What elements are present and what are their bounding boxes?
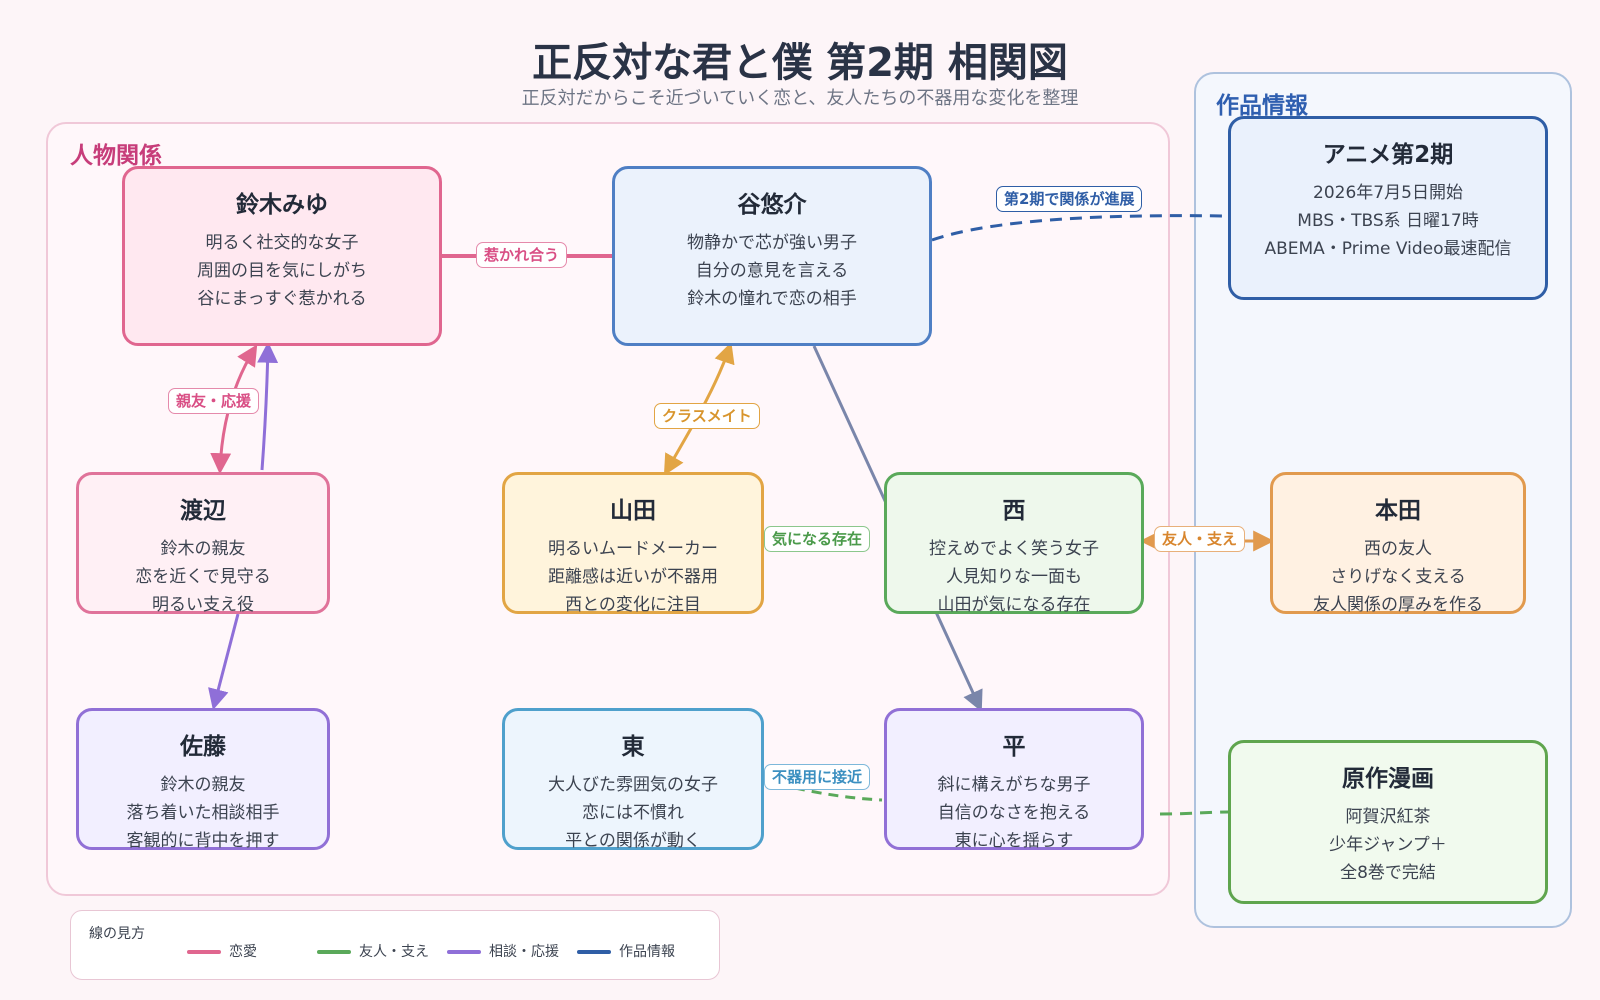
node-sato[interactable]: 佐藤 鈴木の親友 落ち着いた相談相手 客観的に背中を押す — [76, 708, 330, 851]
page-title: 正反対な君と僕 第2期 相関図 — [532, 40, 1068, 86]
work-info-panel-label: 作品情報 — [1216, 93, 1308, 119]
node-desc: 友人関係の厚みを作る — [1313, 595, 1483, 615]
edge-label-season2: 第2期で関係が進展 — [996, 186, 1143, 212]
node-desc: 平との関係が動く — [565, 831, 701, 851]
node-watanabe[interactable]: 渡辺 鈴木の親友 恋を近くで見守る 明るい支え役 — [76, 472, 330, 615]
node-yamada[interactable]: 山田 明るいムードメーカー 距離感は近いが不器用 西との変化に注目 — [502, 472, 764, 615]
edge-label-best-friend: 親友・応援 — [168, 388, 260, 414]
node-name: 本田 — [1375, 498, 1421, 524]
legend-item-support: 相談・応援 — [447, 941, 559, 961]
node-desc: 大人びた雰囲気の女子 — [548, 775, 718, 795]
node-tani[interactable]: 谷悠介 物静かで芯が強い男子 自分の意見を言える 鈴木の憧れで恋の相手 — [612, 166, 932, 346]
node-desc: 落ち着いた相談相手 — [126, 803, 280, 823]
node-name: 谷悠介 — [737, 192, 807, 218]
edge-label-interested: 気になる存在 — [764, 526, 871, 552]
edge-watanabe-sato — [208, 613, 240, 711]
node-name: 平 — [1002, 734, 1026, 760]
node-desc: 物静かで芯が強い男子 — [687, 233, 857, 253]
node-desc: 明るい支え役 — [152, 595, 254, 615]
relations-panel-label: 人物関係 — [70, 143, 162, 169]
node-name: 渡辺 — [180, 498, 226, 524]
node-desc: さりげなく支える — [1330, 567, 1466, 587]
node-desc: 明るいムードメーカー — [548, 539, 718, 559]
node-desc: 客観的に背中を押す — [126, 831, 280, 851]
node-desc: 周囲の目を気にしがち — [197, 261, 367, 281]
node-desc: 恋には不慣れ — [582, 803, 684, 823]
legend-label: 友人・支え — [359, 944, 429, 960]
node-suzuki[interactable]: 鈴木みゆ 明るく社交的な女子 周囲の目を気にしがち 谷にまっすぐ惹かれる — [122, 166, 442, 346]
edge-tani-anime — [931, 214, 1225, 242]
edge-label-friend-support: 友人・支え — [1154, 526, 1246, 552]
legend: 線の見方 恋愛 友人・支え 相談・応援 作品情報 — [70, 910, 720, 980]
node-desc: 明るく社交的な女子 — [205, 233, 359, 253]
node-azuma[interactable]: 東 大人びた雰囲気の女子 恋には不慣れ 平との関係が動く — [502, 708, 764, 851]
node-name: 東 — [621, 734, 645, 760]
node-desc: MBS・TBS系 日曜17時 — [1297, 211, 1479, 231]
legend-title: 線の見方 — [89, 926, 145, 942]
legend-label: 相談・応援 — [489, 944, 559, 960]
legend-label: 作品情報 — [619, 944, 675, 960]
node-desc: 東に心を揺らす — [954, 831, 1074, 851]
node-desc: 人見知りな一面も — [946, 567, 1082, 587]
legend-swatch — [447, 950, 481, 954]
legend-item-info: 作品情報 — [577, 941, 675, 961]
node-name: 佐藤 — [180, 734, 226, 760]
legend-swatch — [187, 950, 221, 954]
node-desc: 自分の意見を言える — [695, 261, 849, 281]
node-desc: 西の友人 — [1364, 539, 1432, 559]
node-name: 鈴木みゆ — [236, 192, 328, 218]
edge-taira-manga — [1159, 810, 1229, 816]
legend-item-romance: 恋愛 — [187, 941, 257, 961]
edge-label-attracted: 惹かれ合う — [476, 242, 568, 268]
node-desc: 阿賀沢紅茶 — [1345, 807, 1431, 827]
node-desc: ABEMA・Prime Video最速配信 — [1264, 239, 1512, 259]
legend-swatch — [317, 950, 351, 954]
legend-swatch — [577, 950, 611, 954]
node-desc: 少年ジャンプ＋ — [1329, 835, 1447, 855]
node-name: 山田 — [610, 498, 656, 524]
node-desc: 斜に構えがちな男子 — [937, 775, 1091, 795]
edge-label-classmate: クラスメイト — [654, 403, 760, 429]
node-desc: 距離感は近いが不器用 — [548, 567, 718, 587]
node-desc: 全8巻で完結 — [1340, 863, 1436, 883]
node-desc: 谷にまっすぐ惹かれる — [197, 289, 367, 309]
edge-watanabe-suzuki-support — [257, 341, 279, 471]
page-subtitle: 正反対だからこそ近づいていく恋と、友人たちの不器用な変化を整理 — [521, 88, 1079, 109]
node-name: 西 — [1002, 498, 1026, 524]
node-honda[interactable]: 本田 西の友人 さりげなく支える 友人関係の厚みを作る — [1270, 472, 1526, 615]
node-anime-season2[interactable]: アニメ第2期 2026年7月5日開始 MBS・TBS系 日曜17時 ABEMA・… — [1228, 116, 1548, 300]
node-desc: 鈴木の親友 — [160, 775, 246, 795]
legend-item-friend: 友人・支え — [317, 941, 429, 961]
edge-azuma-taira — [761, 778, 883, 802]
node-desc: 西との変化に注目 — [565, 595, 701, 615]
node-desc: 恋を近くで見守る — [135, 567, 271, 587]
edge-label-awkward: 不器用に接近 — [764, 764, 871, 790]
node-name: アニメ第2期 — [1322, 142, 1454, 168]
legend-label: 恋愛 — [229, 944, 257, 960]
node-desc: 自信のなさを抱える — [937, 803, 1091, 823]
node-taira[interactable]: 平 斜に構えがちな男子 自信のなさを抱える 東に心を揺らす — [884, 708, 1144, 851]
node-desc: 控えめでよく笑う女子 — [929, 539, 1099, 559]
node-nishi[interactable]: 西 控えめでよく笑う女子 人見知りな一面も 山田が気になる存在 — [884, 472, 1144, 615]
node-desc: 鈴木の親友 — [160, 539, 246, 559]
node-desc: 山田が気になる存在 — [937, 595, 1091, 615]
node-name: 原作漫画 — [1342, 766, 1434, 792]
node-desc: 2026年7月5日開始 — [1313, 183, 1463, 203]
node-original-manga[interactable]: 原作漫画 阿賀沢紅茶 少年ジャンプ＋ 全8巻で完結 — [1228, 740, 1548, 904]
node-desc: 鈴木の憧れで恋の相手 — [687, 289, 857, 309]
